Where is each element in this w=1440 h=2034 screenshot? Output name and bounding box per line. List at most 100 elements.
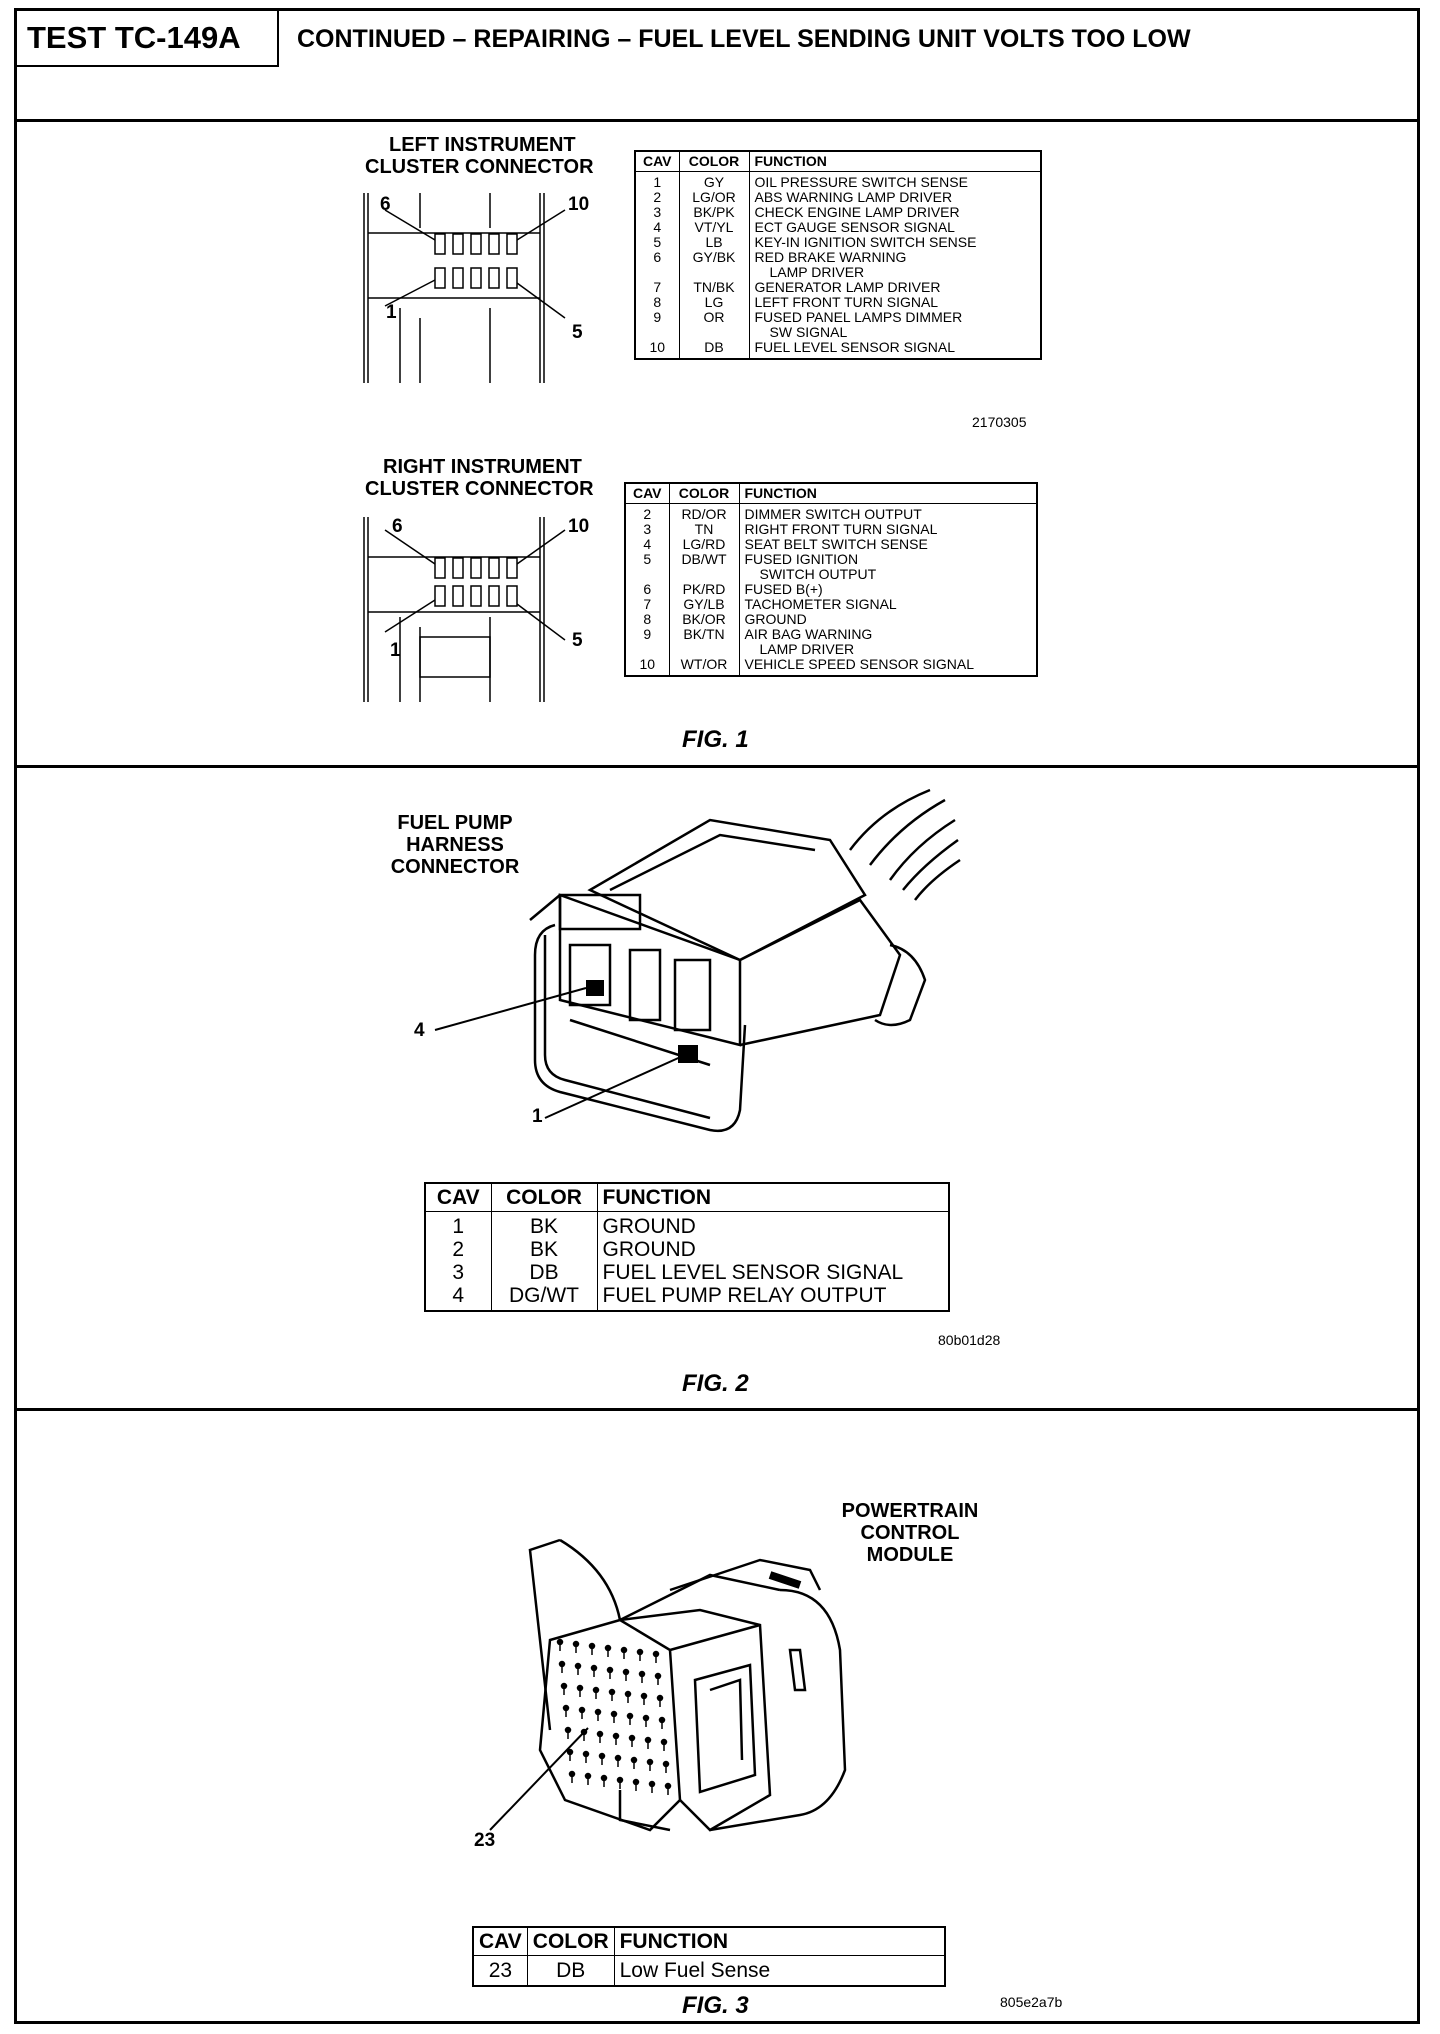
pcm-label-line1: POWERTRAIN — [841, 1500, 979, 1522]
table-cell: BK/OR — [668, 612, 740, 627]
table-cell: DG/WT — [490, 1284, 598, 1311]
pcm-pin-23: 23 — [474, 1830, 496, 1851]
right-connector-diagram — [363, 517, 566, 702]
table-cell: LAMP DRIVER — [738, 642, 1038, 657]
table-cell: 2 — [424, 1238, 492, 1261]
left-pin-5: 5 — [572, 322, 583, 343]
table-cell: VEHICLE SPEED SENSOR SIGNAL — [738, 657, 1038, 676]
table-cell: SW SIGNAL — [748, 325, 1042, 340]
table-row: LAMP DRIVER — [624, 642, 1038, 657]
table-cell: LEFT FRONT TURN SIGNAL — [748, 295, 1042, 310]
table-cell: 23 — [472, 1955, 528, 1986]
table-header-cell: FUNCTION — [738, 482, 1038, 504]
table-cell: 2 — [634, 190, 680, 205]
table-cell: GY/BK — [678, 250, 750, 265]
table-cell: SEAT BELT SWITCH SENSE — [738, 537, 1038, 552]
table-cell: BK — [490, 1211, 598, 1238]
table-row: SW SIGNAL — [634, 325, 1042, 340]
table-header-cell: FUNCTION — [596, 1182, 950, 1212]
table-cell: 9 — [634, 310, 680, 325]
table-cell: LB — [678, 235, 750, 250]
table-cell: 9 — [624, 627, 670, 642]
fig3-code: 805e2a7b — [1000, 1994, 1063, 2010]
table-cell: GY — [678, 171, 750, 190]
table-cell: 4 — [424, 1284, 492, 1311]
fuel-pump-label-line3: CONNECTOR — [390, 856, 520, 878]
table-header-cell: CAV — [472, 1926, 528, 1956]
fuel-pump-connector-diagram — [434, 788, 961, 1133]
left-connector-label: LEFT INSTRUMENT CLUSTER CONNECTOR — [365, 134, 615, 178]
table-cell: 8 — [634, 295, 680, 310]
table-cell: 5 — [634, 235, 680, 250]
table-header-cell: COLOR — [668, 482, 740, 504]
table-cell — [634, 325, 680, 340]
table-cell: 1 — [634, 171, 680, 190]
table-cell: OIL PRESSURE SWITCH SENSE — [748, 171, 1042, 190]
table-cell: TN — [668, 522, 740, 537]
table-cell — [678, 325, 750, 340]
table-cell: 2 — [624, 503, 670, 522]
table-cell: 7 — [634, 280, 680, 295]
table-cell: 7 — [624, 597, 670, 612]
table-cell: FUSED B(+) — [738, 582, 1038, 597]
table-cell: FUEL LEVEL SENSOR SIGNAL — [596, 1261, 950, 1284]
table-cell: FUSED PANEL LAMPS DIMMER — [748, 310, 1042, 325]
table-header-cell: CAV — [634, 150, 680, 172]
table-cell: 5 — [624, 552, 670, 567]
fig3-caption: FIG. 3 — [682, 1992, 749, 2019]
table-cell: FUEL PUMP RELAY OUTPUT — [596, 1284, 950, 1311]
table-header-cell: FUNCTION — [613, 1926, 946, 1956]
table-cell: 1 — [424, 1211, 492, 1238]
table-cell: GROUND — [596, 1238, 950, 1261]
right-connector-label-line1: RIGHT INSTRUMENT — [383, 456, 582, 478]
table-cell: 8 — [624, 612, 670, 627]
table-header-cell: FUNCTION — [748, 150, 1042, 172]
table-cell: GROUND — [596, 1211, 950, 1238]
table-cell — [624, 567, 670, 582]
table-header-cell: COLOR — [678, 150, 750, 172]
fig1-caption: FIG. 1 — [682, 726, 749, 753]
table-cell: 10 — [634, 340, 680, 359]
fuel-pump-pin-1: 1 — [532, 1106, 543, 1127]
table-cell: KEY-IN IGNITION SWITCH SENSE — [748, 235, 1042, 250]
table-cell — [668, 567, 740, 582]
table-cell — [634, 265, 680, 280]
left-connector-diagram — [363, 193, 566, 383]
table-cell: GY/LB — [668, 597, 740, 612]
left-connector-label-line2: CLUSTER CONNECTOR — [365, 156, 594, 178]
left-pin-1: 1 — [386, 302, 397, 323]
table-cell: RIGHT FRONT TURN SIGNAL — [738, 522, 1038, 537]
table-cell: LG/OR — [678, 190, 750, 205]
table-cell: SWITCH OUTPUT — [738, 567, 1038, 582]
right-pin-10: 10 — [568, 516, 590, 537]
fuel-pump-pin-4: 4 — [414, 1020, 425, 1041]
table-cell: GROUND — [738, 612, 1038, 627]
table-cell: OR — [678, 310, 750, 325]
table-cell — [668, 642, 740, 657]
table-header-cell: CAV — [424, 1182, 492, 1212]
left-pin-6: 6 — [380, 194, 391, 215]
table-header-cell: COLOR — [490, 1182, 598, 1212]
